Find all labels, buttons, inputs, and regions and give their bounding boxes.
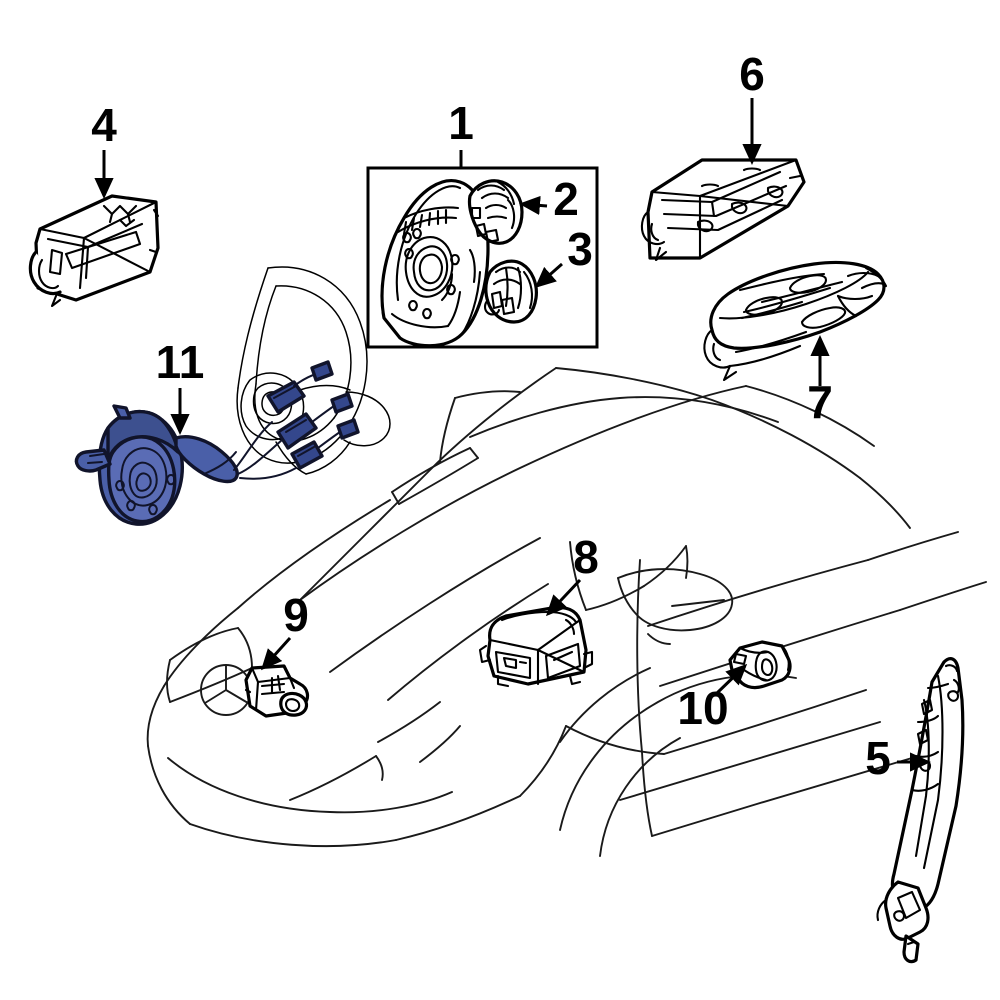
- part-11-clock-spring-contact-unit: [74, 360, 360, 526]
- leader-10: [714, 663, 748, 696]
- leader-9: [260, 636, 292, 671]
- callout-label-3: 3: [567, 223, 593, 275]
- callout-label-7: 7: [807, 376, 833, 428]
- part-5-curtain-side-airbag: [876, 657, 965, 964]
- callout-numbers: 1 2 3 4 5 6 7 8 9 10 11: [91, 48, 891, 784]
- part-2-airbag-switch-upper: [467, 179, 524, 245]
- callout-label-5: 5: [865, 732, 891, 784]
- leader-2: [519, 195, 548, 216]
- callout-label-10: 10: [677, 682, 728, 734]
- callout-label-9: 9: [283, 589, 309, 641]
- callout-label-1: 1: [448, 97, 474, 149]
- part-10-side-impact-sensor: [728, 640, 792, 690]
- callout-label-4: 4: [91, 99, 117, 151]
- callout-label-6: 6: [739, 48, 765, 100]
- callout-leaders: [94, 98, 931, 772]
- part-8-airbag-control-module: [478, 605, 594, 688]
- car-body-outline: [146, 367, 987, 857]
- assembly-box-frame: [366, 166, 599, 349]
- part-6-airbag-mounting-bracket: [640, 158, 806, 262]
- leader-8: [545, 578, 582, 617]
- part-7-knee-bolster-panel: [703, 260, 888, 382]
- part-4-passenger-airbag-module: [28, 194, 160, 308]
- callout-label-11: 11: [156, 336, 205, 388]
- part-9-front-impact-sensor: [244, 664, 310, 718]
- leader-3: [534, 262, 563, 288]
- part-1-driver-airbag-module: [380, 179, 490, 348]
- callout-label-8: 8: [573, 531, 599, 583]
- part-3-airbag-switch-lower: [483, 259, 538, 324]
- callout-label-2: 2: [553, 173, 579, 225]
